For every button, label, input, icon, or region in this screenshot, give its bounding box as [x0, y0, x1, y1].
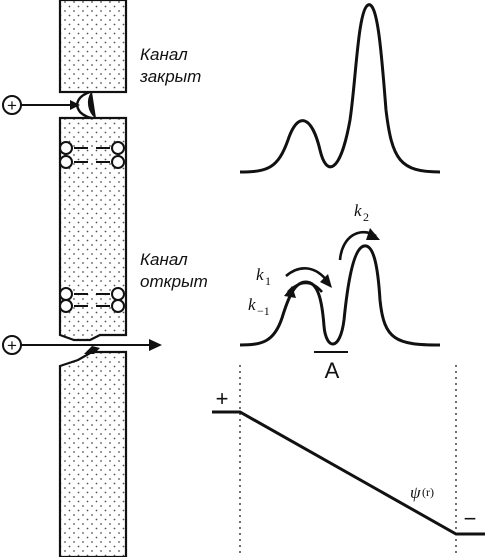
site-label: A	[325, 358, 340, 383]
potential-profile	[212, 410, 485, 536]
svg-text:k: k	[248, 295, 256, 314]
k-minus1-arrowhead	[284, 286, 296, 298]
svg-text:(r): (r)	[422, 485, 434, 499]
binding-groups-closed	[59, 141, 125, 169]
energy-profile-open	[239, 244, 441, 347]
svg-text:1: 1	[265, 274, 271, 288]
svg-text:k: k	[256, 265, 264, 284]
rate-arrows	[285, 230, 377, 293]
membrane	[58, 0, 128, 557]
ion-bottom-sign: +	[7, 336, 17, 355]
label-channel-closed-line2: закрыт	[139, 67, 201, 86]
k2-label: k 2	[354, 201, 369, 224]
ion-top: +	[2, 95, 80, 115]
k1-label: k 1	[256, 265, 271, 288]
label-channel-open-line1: Канал	[140, 250, 188, 269]
ion-bottom: +	[2, 335, 162, 355]
psi-label: ψ (r)	[410, 483, 434, 502]
svg-text:2: 2	[363, 210, 369, 224]
svg-text:k: k	[354, 201, 362, 220]
label-channel-open-line2: открыт	[140, 272, 208, 291]
svg-text:−1: −1	[257, 304, 270, 318]
k2-arrowhead	[366, 228, 380, 240]
binding-site-marker: A	[314, 351, 348, 383]
open-channel-gate	[84, 346, 100, 354]
k-minus1-label: k −1	[248, 295, 270, 318]
ion-top-sign: +	[7, 96, 17, 115]
svg-text:ψ: ψ	[410, 483, 421, 502]
binding-groups-open	[59, 287, 125, 313]
k1-arrowhead	[320, 274, 332, 288]
closed-channel-gate	[60, 90, 126, 120]
minus-sign: −	[464, 506, 477, 531]
plus-sign: +	[216, 386, 229, 411]
energy-profile-closed	[239, 3, 441, 174]
label-channel-closed-line1: Канал	[140, 45, 188, 64]
potential-guides	[239, 365, 457, 557]
